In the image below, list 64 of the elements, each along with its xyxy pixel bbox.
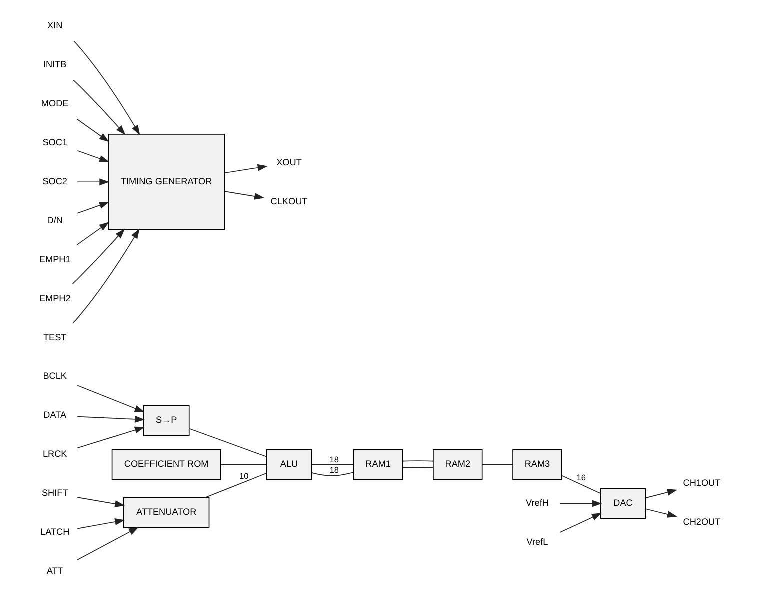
node-text: SHIFT bbox=[42, 488, 68, 498]
arrow bbox=[77, 518, 126, 530]
arrow bbox=[77, 202, 110, 214]
node-text: VrefH bbox=[526, 498, 549, 508]
arrow bbox=[646, 489, 678, 498]
node-text: D/N bbox=[47, 215, 63, 226]
node-text: CLKOUT bbox=[270, 196, 308, 206]
edge-label: 18 bbox=[330, 455, 340, 464]
node-box: RAM2 bbox=[433, 449, 483, 480]
node-box: RAM1 bbox=[353, 449, 404, 480]
connector bbox=[402, 460, 434, 462]
arrow bbox=[560, 500, 602, 508]
connector bbox=[204, 472, 268, 498]
arrow bbox=[77, 150, 110, 162]
node-text: EMPH2 bbox=[39, 293, 71, 304]
connector bbox=[311, 472, 354, 476]
node-text: LRCK bbox=[42, 449, 68, 460]
arrow bbox=[77, 426, 145, 449]
node-text: XOUT bbox=[276, 157, 302, 168]
node-box: COEFFICIENT ROM bbox=[112, 449, 222, 480]
node-text: SOC2 bbox=[42, 176, 68, 186]
arrow bbox=[77, 527, 139, 560]
arrow bbox=[72, 228, 140, 324]
arrow bbox=[77, 178, 110, 186]
connector bbox=[311, 464, 354, 466]
node-text: DATA bbox=[44, 410, 67, 420]
arrow bbox=[224, 191, 265, 200]
connector bbox=[220, 464, 268, 466]
node-text: LATCH bbox=[40, 527, 70, 538]
arrow bbox=[72, 228, 126, 284]
node-box: S→P bbox=[143, 406, 190, 436]
node-text: SOC1 bbox=[42, 138, 68, 148]
arrow bbox=[77, 416, 145, 423]
node-box: RAM3 bbox=[512, 449, 562, 480]
arrow bbox=[73, 80, 126, 136]
connector bbox=[482, 464, 514, 466]
node-text: CH1OUT bbox=[683, 478, 721, 488]
node-box: DAC bbox=[600, 488, 646, 520]
edge-label: 18 bbox=[330, 466, 340, 476]
arrow bbox=[224, 164, 268, 174]
node-text: CH2OUT bbox=[683, 517, 721, 528]
node-text: INITB bbox=[43, 60, 67, 70]
node-box: TIMING GENERATOR bbox=[108, 134, 226, 230]
node-text: TEST bbox=[43, 332, 67, 342]
edge-label: 16 bbox=[576, 474, 586, 483]
node-text: BCLK bbox=[43, 371, 68, 382]
node-text: XIN bbox=[48, 20, 63, 31]
node-box: ATTENUATOR bbox=[123, 498, 210, 528]
node-text: ATT bbox=[46, 566, 64, 576]
node-box: ALU bbox=[266, 449, 312, 480]
connector bbox=[189, 428, 268, 458]
arrow bbox=[560, 513, 602, 534]
node-text: MODE bbox=[41, 98, 69, 109]
node-text: VrefL bbox=[526, 536, 548, 547]
arrow bbox=[74, 40, 140, 136]
arrow bbox=[646, 508, 678, 518]
edge-label: 10 bbox=[239, 472, 249, 481]
arrow bbox=[77, 385, 145, 412]
node-text: EMPH1 bbox=[39, 254, 71, 264]
connector bbox=[402, 467, 434, 468]
connector bbox=[562, 475, 602, 494]
arrow bbox=[77, 497, 126, 508]
arrow bbox=[76, 118, 110, 142]
arrow bbox=[76, 222, 110, 246]
